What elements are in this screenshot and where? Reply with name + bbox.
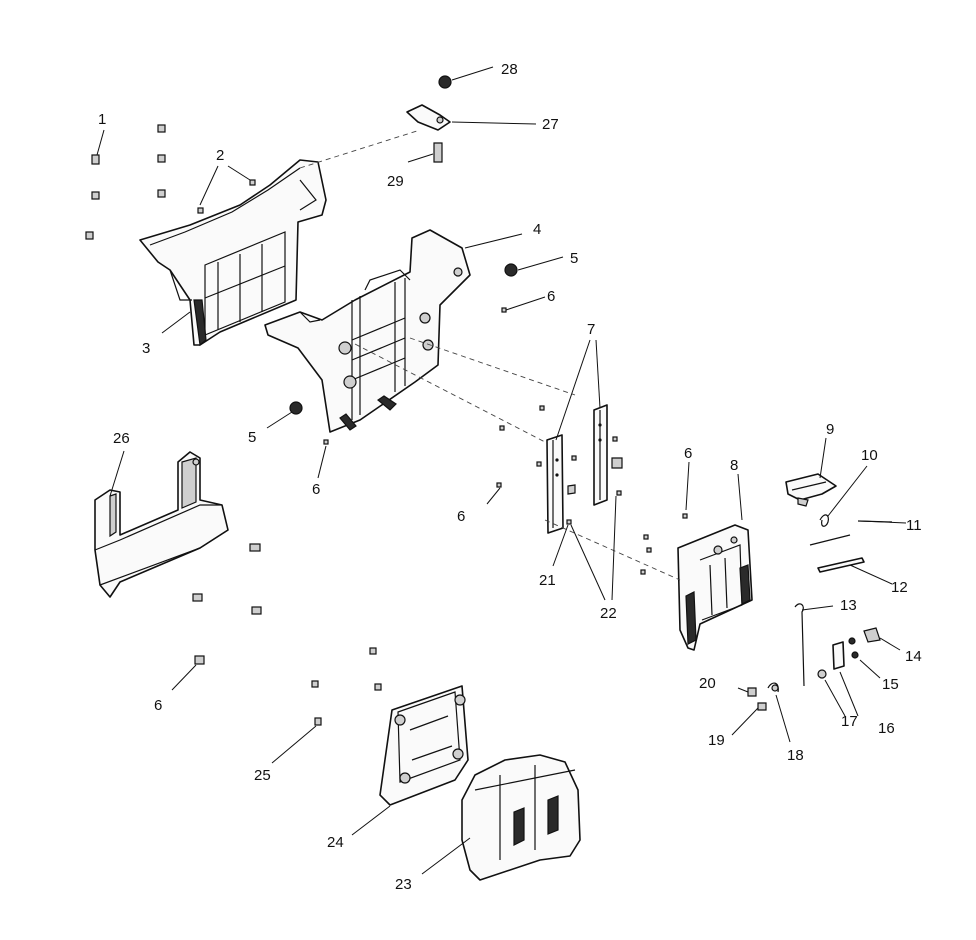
callout-5b: 5 [248, 429, 256, 446]
callout-20: 20 [699, 675, 716, 692]
part-24-seat-pan [379, 685, 469, 806]
leader-lines [96, 66, 907, 875]
part-26-support-bracket [94, 451, 229, 598]
callout-8: 8 [730, 457, 738, 474]
callout-3: 3 [142, 340, 150, 357]
callout-4: 4 [533, 221, 541, 238]
part-7-seat-rails [546, 404, 608, 534]
callout-22: 22 [600, 605, 617, 622]
part-23-cushion [461, 754, 581, 881]
callout-21: 21 [539, 572, 556, 589]
callout-labels: 1 2 3 4 5 5 6 6 6 6 6 7 8 9 10 11 12 13 … [98, 61, 922, 893]
callout-6c: 6 [457, 508, 465, 525]
callout-24: 24 [327, 834, 344, 851]
assembly-lines [299, 129, 681, 581]
callout-6e: 6 [154, 697, 162, 714]
callout-13: 13 [840, 597, 857, 614]
part-9-latch-cover [785, 473, 837, 507]
callout-18: 18 [787, 747, 804, 764]
callout-9: 9 [826, 421, 834, 438]
callout-11: 11 [906, 517, 922, 534]
callout-29: 29 [387, 173, 404, 190]
callout-16: 16 [878, 720, 895, 737]
callout-2: 2 [216, 147, 224, 164]
part-8-back-panel [677, 524, 753, 651]
part-4-seat-base-frame [264, 229, 471, 433]
callout-7: 7 [587, 321, 595, 338]
callout-10: 10 [861, 447, 878, 464]
callout-12: 12 [891, 579, 908, 596]
callout-25: 25 [254, 767, 271, 784]
callout-27: 27 [542, 116, 559, 133]
callout-14: 14 [905, 648, 922, 665]
callout-17: 17 [841, 713, 858, 730]
callout-23: 23 [395, 876, 412, 893]
callout-15: 15 [882, 676, 899, 693]
callout-1: 1 [98, 111, 106, 128]
part-3-seat-back-frame [139, 159, 327, 347]
callout-6d: 6 [684, 445, 692, 462]
callout-19: 19 [708, 732, 725, 749]
callout-6a: 6 [547, 288, 555, 305]
callout-28: 28 [501, 61, 518, 78]
callout-26: 26 [113, 430, 130, 447]
callout-5a: 5 [570, 250, 578, 267]
callout-6b: 6 [312, 481, 320, 498]
small-hardware [85, 75, 893, 726]
